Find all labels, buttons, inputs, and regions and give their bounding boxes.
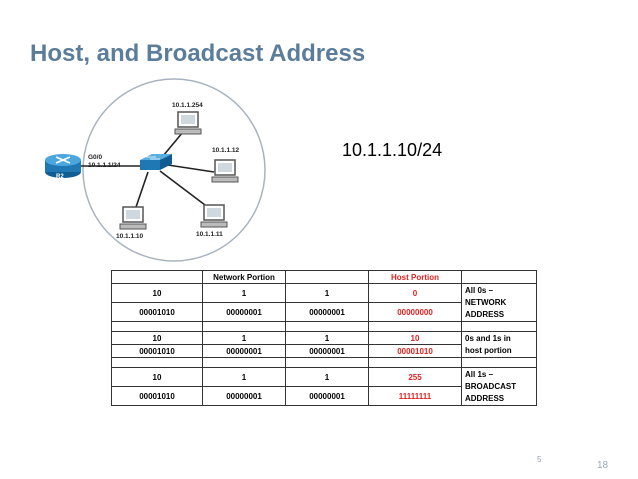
host-label-12: 10.1.1.12 [212, 147, 239, 154]
page-number: 18 [597, 460, 609, 471]
host-portion-header: Host Portion [368, 270, 462, 284]
router-icon [45, 154, 81, 178]
link-host-11 [159, 170, 206, 206]
table-row: 10 1 1 0 All 0s – NETWORK ADDRESS [111, 283, 537, 322]
table-row: 00001010 00000001 00000001 00001010 [111, 344, 537, 358]
link-host-12 [167, 164, 215, 173]
row-note: 0s and 1s in host portion [461, 331, 537, 358]
table-row: 10 1 1 255 All 1s – BROADCAST ADDRESS [111, 367, 537, 406]
pc-icon-11 [200, 204, 228, 228]
host-label-11: 10.1.1.11 [196, 231, 223, 238]
router-name-label: R2 [56, 174, 64, 180]
network-portion-header: Network Portion [202, 270, 286, 284]
address-note: 10.1.1.10/24 [342, 140, 443, 160]
table-row: 00001010 00000001 00000001 00000000 [111, 302, 537, 322]
footer-mark: 5 [537, 455, 542, 464]
table-row: 00001010 00000001 00000001 11111111 [111, 386, 537, 406]
link-host-10 [134, 171, 149, 211]
router-iface-label: G0/0 [88, 154, 102, 161]
pc-icon-12 [211, 159, 239, 183]
slide-title: Host, and Broadcast Address [30, 40, 366, 67]
host-label-254: 10.1.1.254 [172, 102, 203, 109]
table-row: 10 1 1 10 0s and 1s in host portion [111, 331, 537, 358]
table-header-row: Network Portion Host Portion [111, 270, 537, 284]
router-ip-label: 10.1.1.1/24 [88, 162, 121, 169]
row-note: All 0s – NETWORK ADDRESS [461, 283, 537, 322]
pc-icon-10 [119, 206, 147, 230]
row-note: All 1s – BROADCAST ADDRESS [461, 367, 537, 406]
pc-icon-254 [174, 111, 202, 135]
address-breakdown-table: Network Portion Host Portion 10 1 1 0 Al… [111, 270, 537, 406]
switch-icon [140, 154, 172, 170]
host-label-10: 10.1.1.10 [116, 233, 143, 240]
